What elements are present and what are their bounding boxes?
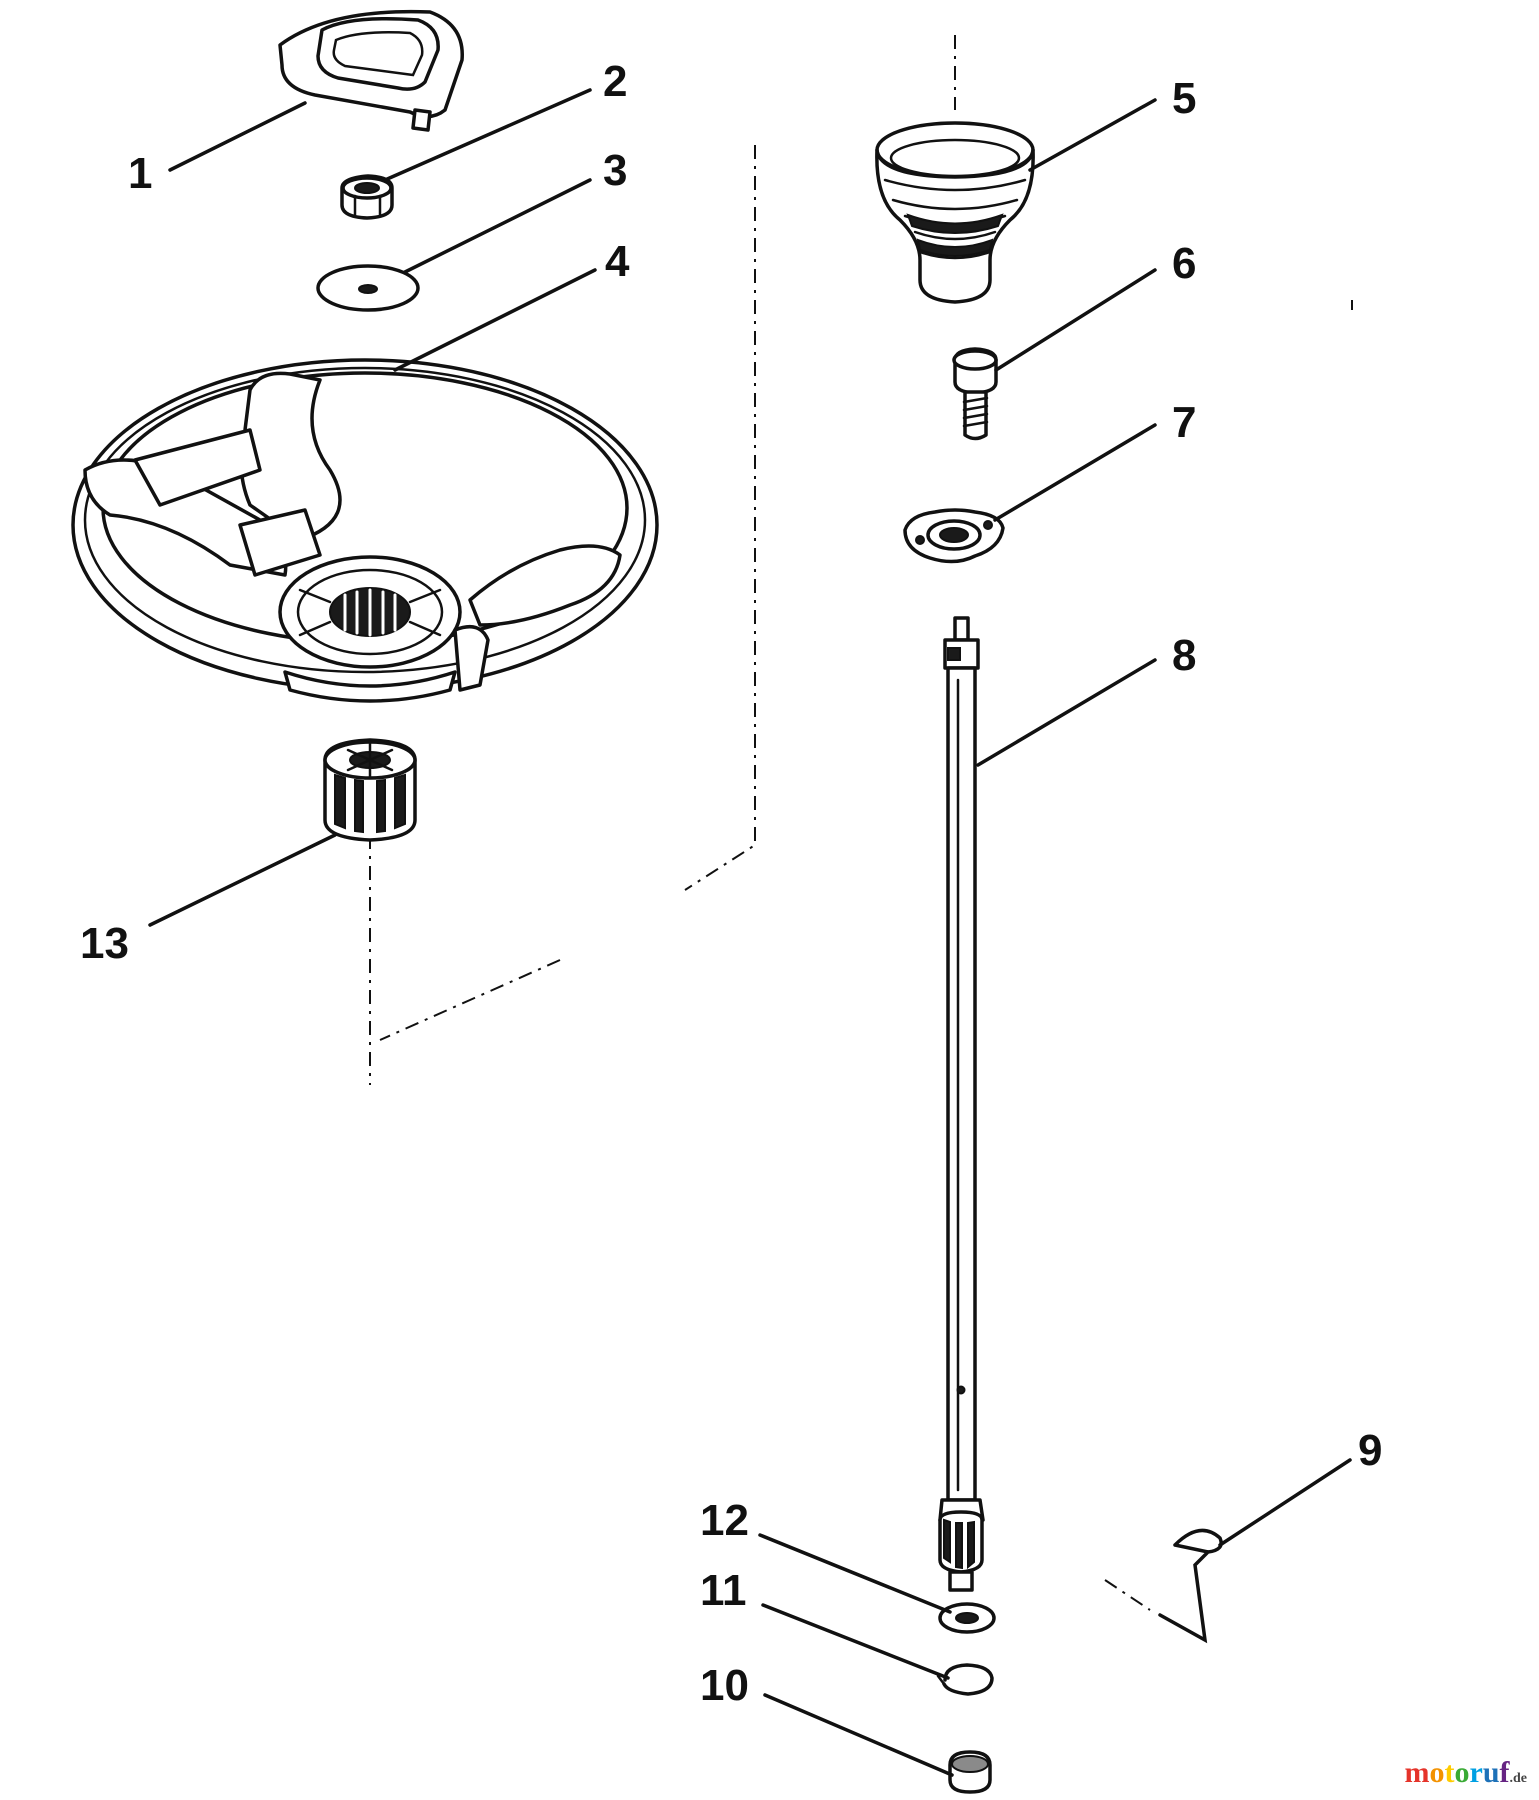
center-cap-part[interactable] (278, 9, 464, 132)
retaining-ring-part[interactable] (936, 1663, 994, 1696)
flat-washer-part[interactable] (316, 264, 420, 312)
callout-6: 6 (1172, 239, 1196, 288)
spring-clip-part[interactable] (1158, 1528, 1223, 1644)
hex-bolt-part[interactable] (952, 347, 998, 441)
callout-4: 4 (605, 237, 630, 286)
leader-lines (148, 88, 1352, 1777)
watermark-brand: motoruf (1404, 1756, 1510, 1789)
steering-wheel-part[interactable] (71, 358, 659, 703)
callout-8: 8 (1172, 631, 1196, 680)
motoruf-watermark: motoruf.de (1404, 1756, 1527, 1790)
callout-10: 10 (700, 1661, 749, 1710)
callout-2: 2 (603, 57, 627, 106)
callout-11: 11 (700, 1566, 747, 1615)
callout-9: 9 (1358, 1426, 1382, 1475)
callout-3: 3 (603, 146, 627, 195)
callout-numbers: 1 2 3 4 5 6 7 8 9 10 11 12 13 (80, 57, 1382, 1710)
callout-7: 7 (1172, 398, 1196, 447)
flange-bearing-part[interactable] (903, 508, 1005, 564)
thrust-washer-part[interactable] (938, 1602, 996, 1634)
assembly-axis-lines (369, 35, 1353, 1611)
callout-1: 1 (128, 149, 152, 198)
watermark-tld: .de (1509, 1771, 1528, 1786)
callout-13: 13 (80, 919, 129, 968)
column-boot-part[interactable] (875, 121, 1035, 304)
splined-hub-part[interactable] (323, 738, 417, 842)
hex-nut-part[interactable] (340, 174, 394, 220)
steering-shaft-part[interactable] (938, 616, 985, 1592)
end-cap-part[interactable] (948, 1750, 992, 1794)
callout-12: 12 (700, 1496, 749, 1545)
callout-5: 5 (1172, 74, 1196, 123)
